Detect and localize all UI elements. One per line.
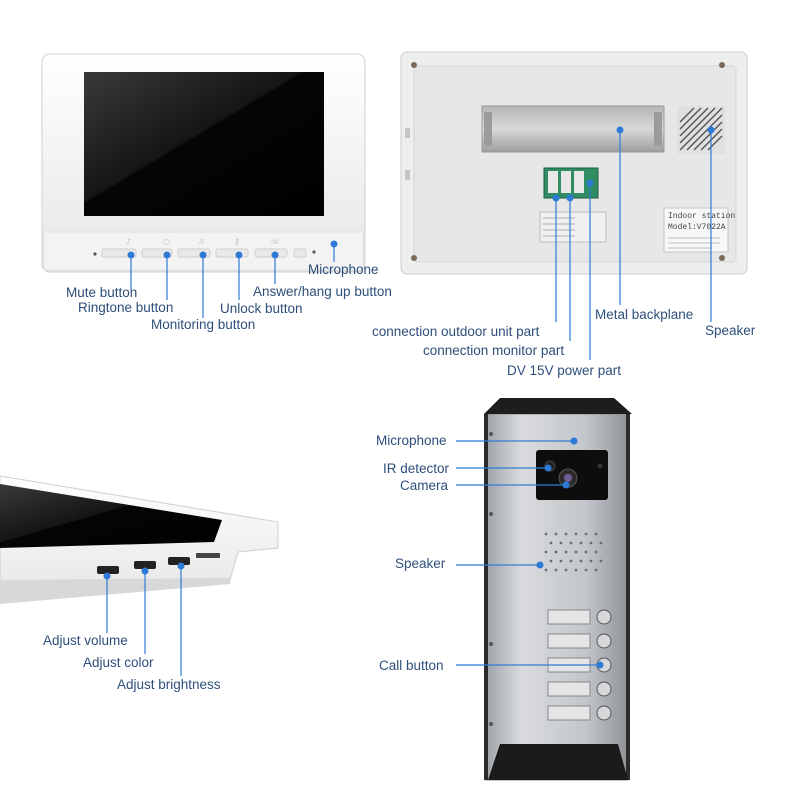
metal-backplane [481,105,665,153]
bulb-icon: ○ [163,237,170,246]
key-icon: ⚷ [234,237,240,246]
metal-backplane-label: Metal backplane [595,307,694,322]
front-microphone-label: Microphone [308,262,379,277]
side-monitor [0,475,279,604]
mute-button-label: Mute button [66,285,138,300]
front-monitor: ♪ ○ ♙ ⚷ ☏ [41,53,366,273]
rating-plate [663,207,729,253]
door-panel [484,398,632,781]
back-monitor [400,51,748,275]
phone-icon: ☏ [270,237,280,246]
speaker-grill [677,106,725,154]
door-speaker-label: Speaker [395,556,446,571]
person-icon: ♙ [198,237,205,246]
ir-detector-label: IR detector [383,461,450,476]
ringtone-button-label: Ringtone button [78,300,174,315]
door-microphone-label: Microphone [376,433,447,448]
monitor-connection-label: connection monitor part [423,343,565,358]
call-button-label: Call button [379,658,444,673]
back-speaker-label: Speaker [705,323,756,338]
camera-label: Camera [400,478,449,493]
speaker-holes [544,532,603,572]
monitoring-button-label: Monitoring button [151,317,256,332]
bell-icon: ♪ [126,237,131,246]
plate-line-1: Indoor station [668,212,735,221]
outdoor-unit-label: connection outdoor unit part [372,324,540,339]
power-part-label: DV 15V power part [507,363,622,378]
unlock-button-label: Unlock button [220,301,303,316]
call-buttons [547,609,612,721]
adjust-color-label: Adjust color [83,655,154,670]
adjust-brightness-label: Adjust brightness [117,677,221,692]
plate-line-2: Model:V7022A [668,223,726,232]
monitor-screen [84,72,324,216]
answer-button-label: Answer/hang up button [253,284,392,299]
adjust-volume-label: Adjust volume [43,633,128,648]
